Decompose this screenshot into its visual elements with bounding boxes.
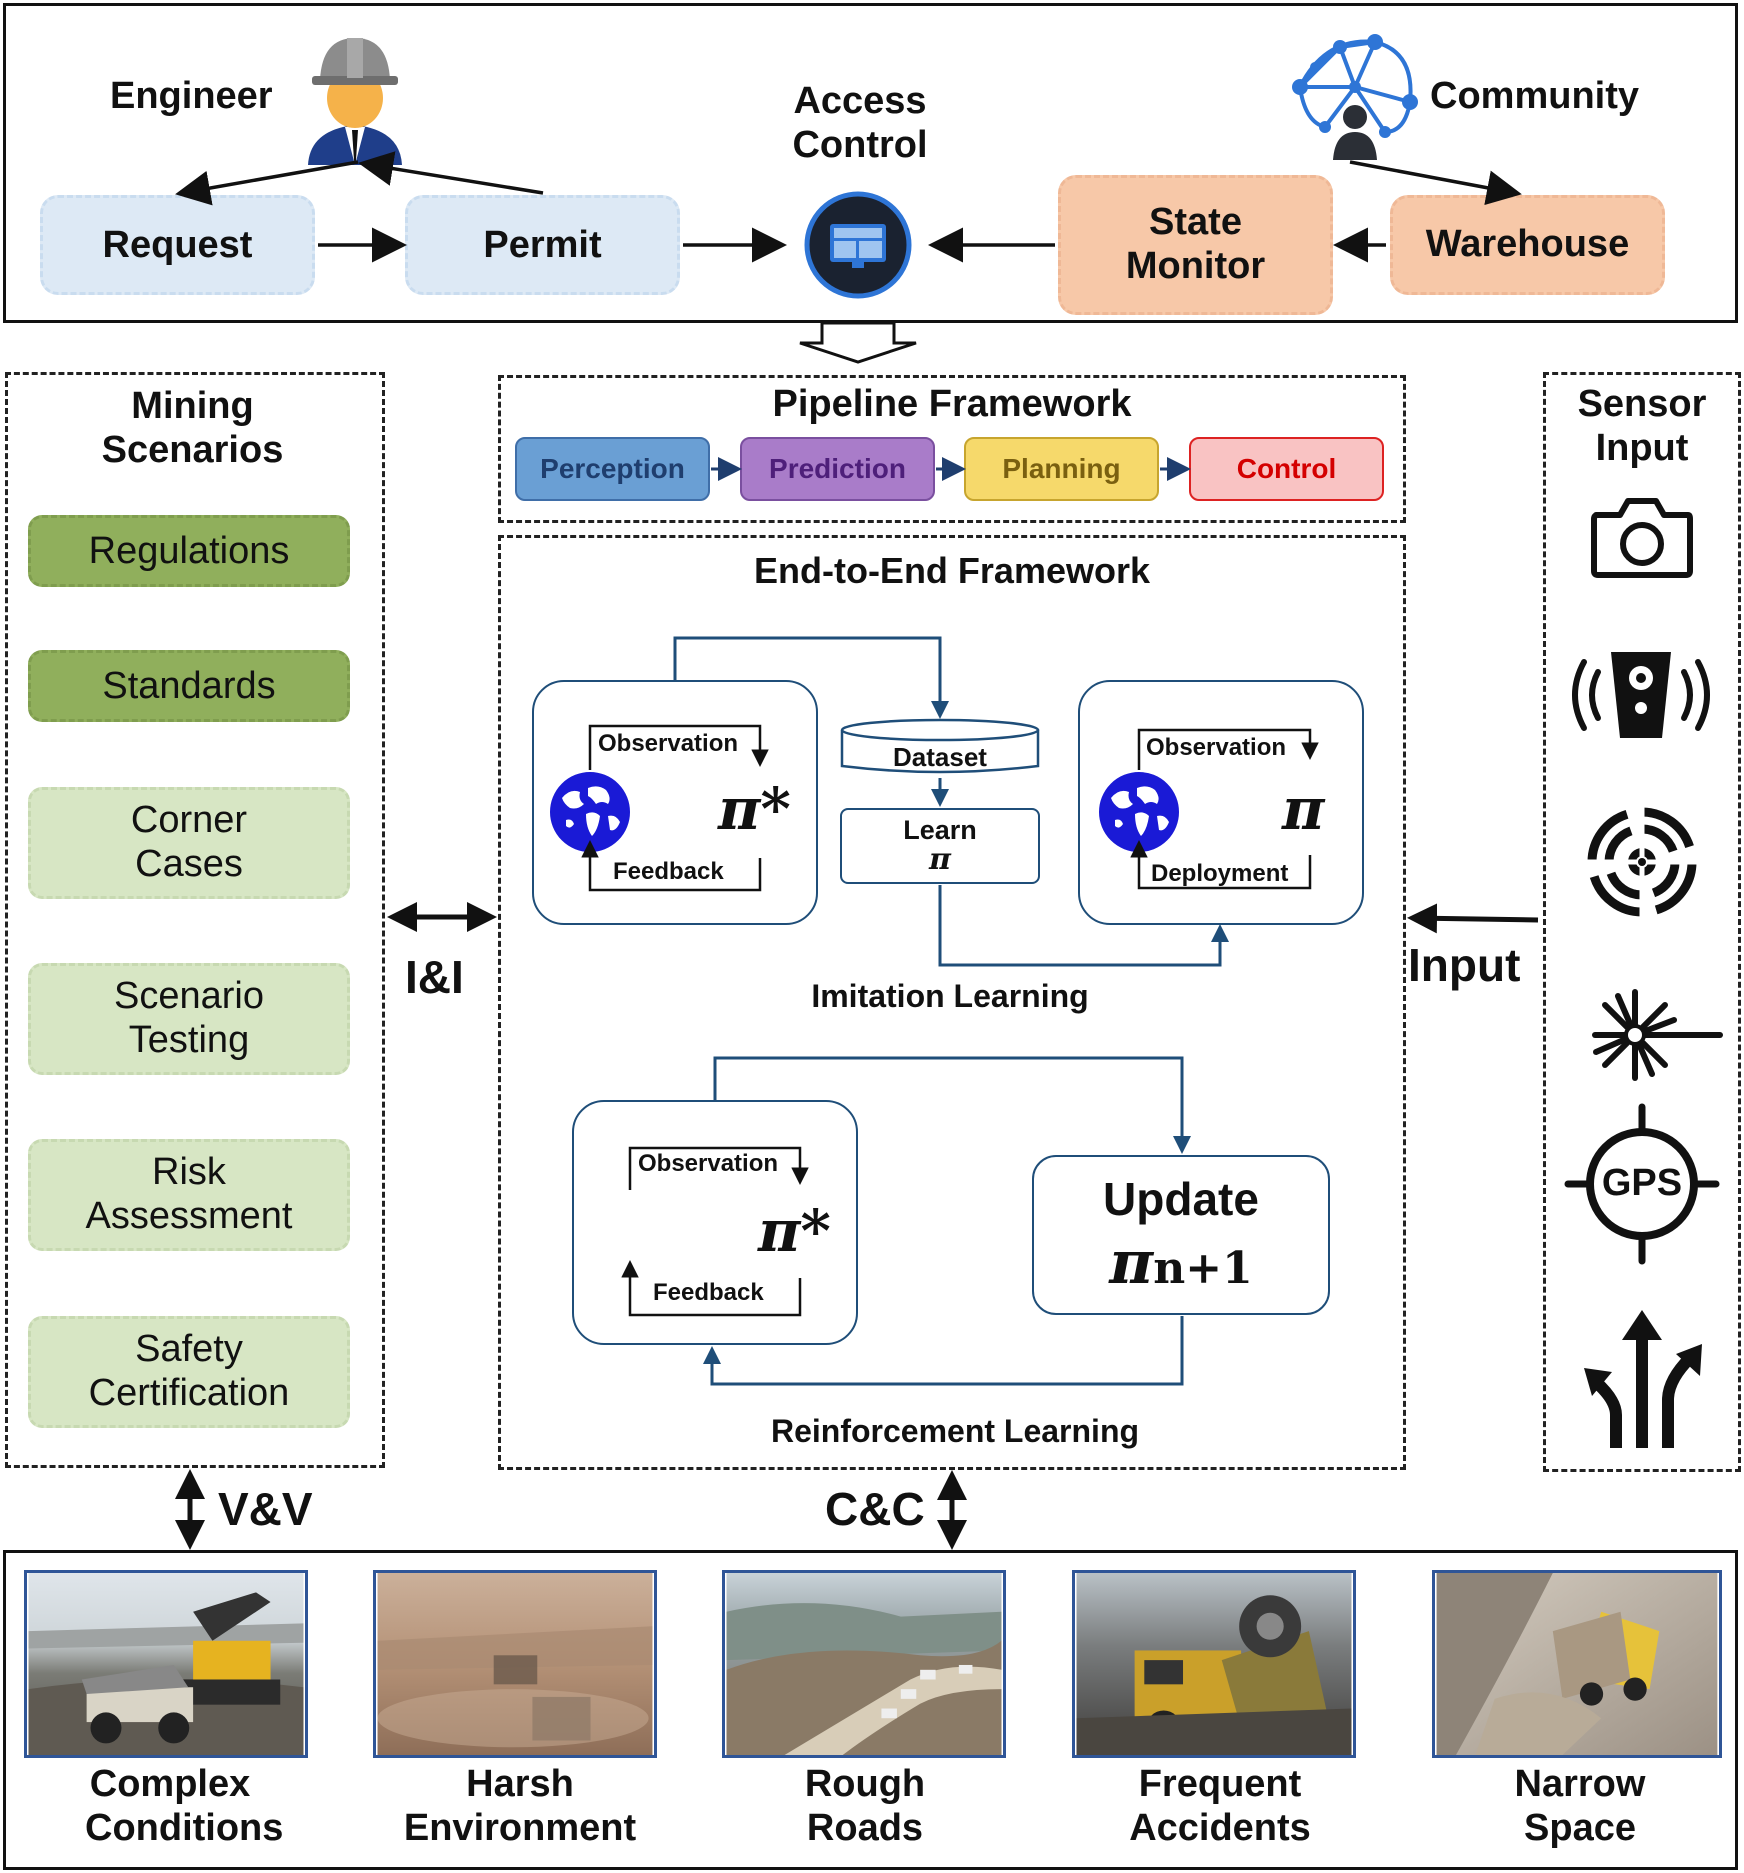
radar-icon [1585,805,1699,919]
scenario-standards: Standards [28,650,350,722]
il-observation-label: Observation [598,730,739,757]
scenario-regulations: Regulations [28,515,350,587]
stage-control: Control [1189,437,1384,501]
cc-connector-label: C&C [825,1483,925,1535]
road-map-icon [1584,1310,1702,1448]
update-policy-subscript: n+1 [1153,1243,1253,1294]
camera-icon [1591,498,1693,578]
il-expert-policy: π* [718,775,791,843]
update-box [1032,1155,1330,1315]
gps-icon-label: GPS [1601,1162,1683,1204]
scenario-testing: Scenario Testing [28,963,350,1075]
pipeline-framework-title: Pipeline Framework [772,383,1132,425]
end-to-end-framework-panel [498,535,1406,1470]
scenario-safety-certification: Safety Certification [28,1316,350,1428]
stage-prediction: Prediction [740,437,935,501]
input-connector-label: Input [1408,939,1521,991]
rl-observation-label: Observation [638,1150,779,1177]
vv-connector-label: V&V [218,1483,313,1535]
ii-connector-label: I&I [405,951,464,1003]
end-to-end-framework-title: End-to-End Framework [753,550,1151,591]
globe-icon [550,772,630,852]
framework-connectors [175,902,1539,1550]
il-feedback-label: Feedback [613,858,724,885]
warehouse-box: Warehouse [1390,195,1665,295]
learn-label: Learn [903,814,977,845]
il-deployment-label: Deployment [1151,860,1289,887]
mining-challenges-panel [3,1550,1738,1870]
engineer-label: Engineer [110,75,273,117]
dataset-cylinder [840,718,1040,774]
stage-perception: Perception [515,437,710,501]
frequent-accidents-photo [1072,1570,1356,1758]
engineer-icon [308,38,402,165]
learn-box: Learn π [840,808,1040,884]
frequent-accidents-caption: Frequent Accidents [1129,1763,1311,1849]
harsh-environment-photo [373,1570,657,1758]
rl-policy: π* [758,1197,831,1265]
rl-loop-box [572,1100,858,1345]
rough-roads-caption: Rough Roads [804,1763,926,1849]
ultrasonic-radar-icon [1572,652,1710,738]
end-to-end-arrows [581,636,1319,1386]
lidar-icon [1592,989,1723,1081]
update-policy: πn+1 [1032,1228,1330,1298]
sensor-input-title: Sensor Input [1577,383,1707,469]
rough-roads-photo [722,1570,1006,1758]
mining-scenarios-title: Mining Scenarios [101,385,284,471]
gps-icon [1564,1103,1720,1265]
complex-conditions-caption: Complex Conditions [85,1763,284,1849]
scenario-risk-assessment: Risk Assessment [28,1139,350,1251]
il-learned-policy: π [1282,775,1325,843]
dataset-label: Dataset [893,742,987,772]
imitation-learning-caption: Imitation Learning [811,978,1089,1014]
sensor-input-panel [1543,372,1741,1472]
scenario-corner-cases: Corner Cases [28,787,350,899]
mining-scenarios-panel [5,372,385,1468]
pipeline-arrows [711,457,1191,481]
il-deploy-observation-label: Observation [1146,734,1287,761]
pipeline-framework-panel [498,375,1406,523]
harsh-environment-caption: Harsh Environment [403,1763,637,1849]
complex-conditions-photo [24,1570,308,1758]
learn-policy-symbol: π [929,841,951,877]
community-network-icon [1292,34,1418,160]
narrow-space-photo [1432,1570,1722,1758]
state-monitor-box: State Monitor [1058,175,1333,315]
narrow-space-caption: Narrow Space [1514,1763,1646,1849]
rl-feedback-label: Feedback [653,1279,764,1306]
reinforcement-learning-caption: Reinforcement Learning [770,1413,1140,1449]
update-label: Update [1103,1173,1259,1225]
community-label: Community [1430,75,1639,117]
update-policy-symbol: π [1109,1228,1154,1298]
access-control-monitor-icon [804,191,912,299]
permit-box: Permit [405,195,680,295]
access-control-title: Access Control [792,80,928,166]
access-control-arrows [175,151,1522,364]
globe-icon [1099,772,1179,852]
